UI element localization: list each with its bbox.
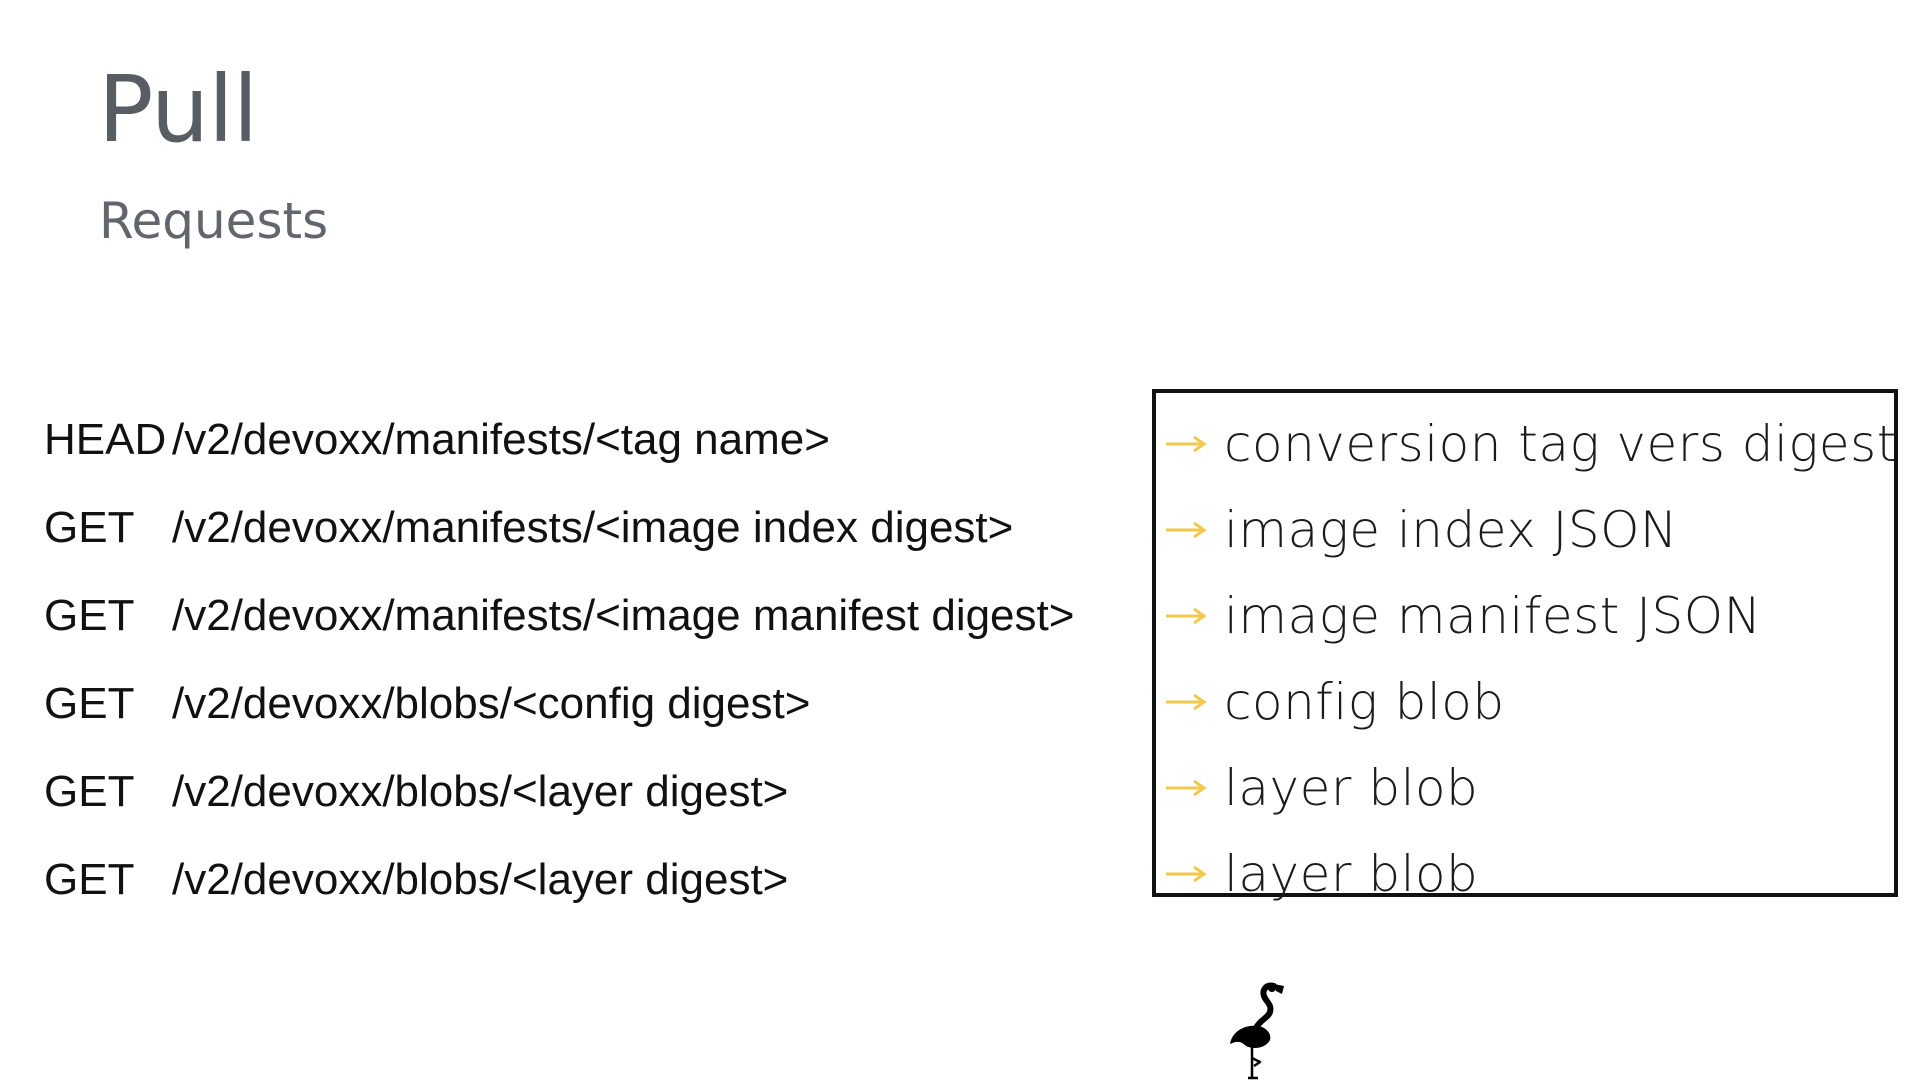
request-method: GET bbox=[44, 679, 135, 728]
request-path: /v2/devoxx/blobs/<layer digest> bbox=[172, 767, 789, 816]
request-path: /v2/devoxx/manifests/<image index digest… bbox=[172, 503, 1014, 552]
request-method: GET bbox=[44, 767, 135, 816]
arrow-right-icon bbox=[1164, 606, 1224, 626]
request-row: GET /v2/devoxx/manifests/<image manifest… bbox=[44, 572, 1134, 660]
request-row: GET /v2/devoxx/blobs/<config digest> bbox=[44, 660, 1134, 748]
response-item: layer blob bbox=[1164, 831, 1478, 917]
request-row: GET /v2/devoxx/manifests/<image index di… bbox=[44, 484, 1134, 572]
response-item: image manifest JSON bbox=[1164, 573, 1761, 659]
flamingo-icon bbox=[1228, 982, 1292, 1080]
response-text: layer blob bbox=[1224, 759, 1479, 817]
request-method: GET bbox=[44, 591, 135, 640]
request-row: GET /v2/devoxx/blobs/<layer digest> bbox=[44, 748, 1134, 836]
request-list: HEAD /v2/devoxx/manifests/<tag name> GET… bbox=[44, 396, 1134, 924]
response-item: config blob bbox=[1164, 659, 1505, 745]
request-path: /v2/devoxx/manifests/<tag name> bbox=[172, 415, 830, 464]
request-path: /v2/devoxx/blobs/<config digest> bbox=[172, 679, 811, 728]
response-text: image index JSON bbox=[1224, 501, 1678, 559]
request-path: /v2/devoxx/manifests/<image manifest dig… bbox=[172, 591, 1075, 640]
request-method: HEAD bbox=[44, 415, 167, 464]
response-text: image manifest JSON bbox=[1224, 587, 1762, 645]
arrow-right-icon bbox=[1164, 434, 1224, 454]
response-item: conversion tag vers digest bbox=[1164, 401, 1897, 487]
response-text: conversion tag vers digest bbox=[1224, 415, 1897, 473]
response-box: conversion tag vers digest image index J… bbox=[1152, 389, 1898, 903]
response-text: layer blob bbox=[1224, 845, 1479, 903]
arrow-right-icon bbox=[1164, 520, 1224, 540]
request-row: GET /v2/devoxx/blobs/<layer digest> bbox=[44, 836, 1134, 924]
request-row: HEAD /v2/devoxx/manifests/<tag name> bbox=[44, 396, 1134, 484]
request-method: GET bbox=[44, 855, 135, 904]
arrow-right-icon bbox=[1164, 864, 1224, 884]
request-method: GET bbox=[44, 503, 135, 552]
request-path: /v2/devoxx/blobs/<layer digest> bbox=[172, 855, 789, 904]
response-item: layer blob bbox=[1164, 745, 1478, 831]
slide-title: Pull bbox=[98, 56, 258, 163]
slide-subtitle: Requests bbox=[99, 192, 329, 250]
arrow-right-icon bbox=[1164, 778, 1224, 798]
response-item: image index JSON bbox=[1164, 487, 1678, 573]
response-text: config blob bbox=[1224, 673, 1505, 731]
arrow-right-icon bbox=[1164, 692, 1224, 712]
